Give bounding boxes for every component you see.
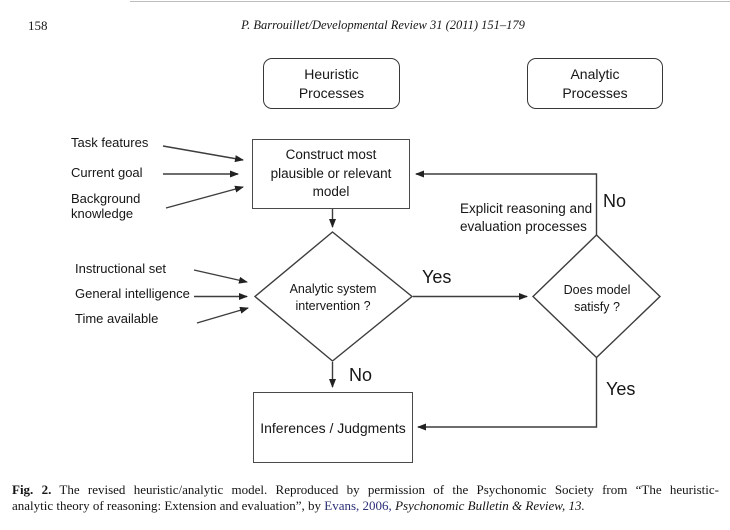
arrow-no-return-to-construct [415, 170, 598, 236]
arrow-background-knowledge [165, 185, 244, 209]
satisfy-diamond-label: Does model satisfy ? [563, 283, 631, 314]
arrow-time-available [196, 306, 249, 324]
no-label-bottom: No [349, 365, 373, 385]
intervention-diamond-label: Analytic system intervention ? [289, 282, 377, 313]
analytic-processes-box: Analytic Processes [527, 58, 663, 109]
page-number: 158 [28, 18, 48, 33]
yes-label-mid: Yes [422, 267, 452, 287]
arrow-instructional-set [193, 269, 248, 284]
caption-line2-text: analytic theory of reasoning: Extension … [12, 498, 322, 513]
annotation-explicit-reasoning: Explicit reasoning and evaluation proces… [460, 201, 593, 235]
no-label-top: No [603, 191, 627, 211]
satisfy-diamond-shape [531, 234, 662, 359]
heuristic-processes-box: Heuristic Processes [263, 58, 400, 109]
arrow-yes-to-inferences [417, 358, 598, 431]
intervention-diamond-shape [253, 231, 414, 362]
scan-edge-line [130, 1, 730, 2]
inferences-judgments-box: Inferences / Judgments [253, 392, 413, 463]
caption-line1: Fig. 2. The revised heuristic/analytic m… [12, 482, 719, 498]
input-label-general-intelligence: General intelligence [75, 286, 190, 301]
construct-model-box: Construct most plausible or relevant mod… [252, 139, 410, 209]
input-label-instructional-set: Instructional set [75, 261, 167, 276]
caption-line2: analytic theory of reasoning: Extension … [12, 498, 719, 514]
caption-citation-link[interactable]: Evans, 2006, [324, 498, 392, 513]
running-head: P. Barrouillet/Developmental Review 31 (… [241, 18, 525, 32]
caption-fig-label: Fig. 2. [12, 482, 52, 497]
yes-label-bottom: Yes [606, 379, 636, 399]
caption-line1-text: The revised heuristic/analytic model. Re… [59, 482, 719, 497]
input-label-background-knowledge: Background knowledge [71, 191, 141, 222]
caption-journal-title: Psychonomic Bulletin & Review, 13. [395, 498, 585, 513]
input-label-current-goal: Current goal [71, 165, 143, 180]
input-label-time-available: Time available [75, 311, 159, 326]
input-label-task-features: Task features [71, 135, 149, 150]
arrow-task-features [162, 145, 244, 163]
figure-caption: Fig. 2. The revised heuristic/analytic m… [12, 482, 719, 514]
